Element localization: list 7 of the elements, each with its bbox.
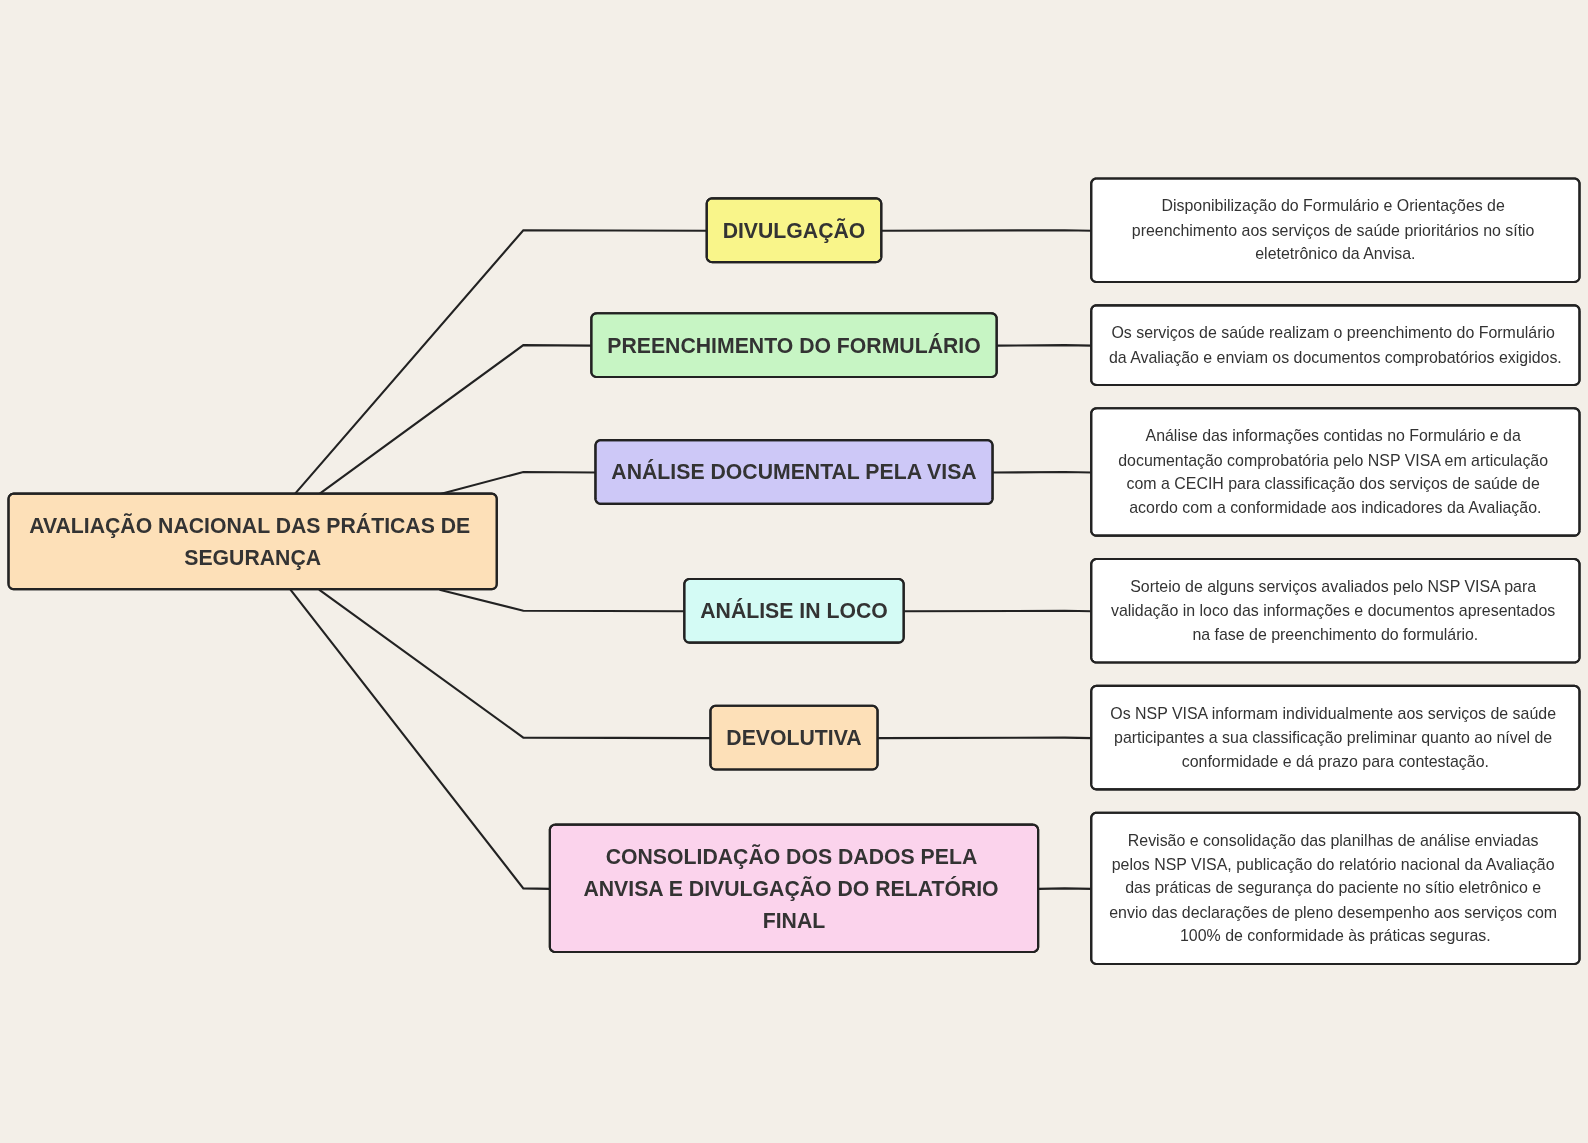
connector <box>993 471 1092 474</box>
connector <box>881 229 1092 233</box>
connector <box>878 736 1092 740</box>
connector <box>997 344 1092 347</box>
connector <box>904 609 1092 613</box>
connector <box>1038 887 1092 891</box>
connector <box>318 589 711 740</box>
